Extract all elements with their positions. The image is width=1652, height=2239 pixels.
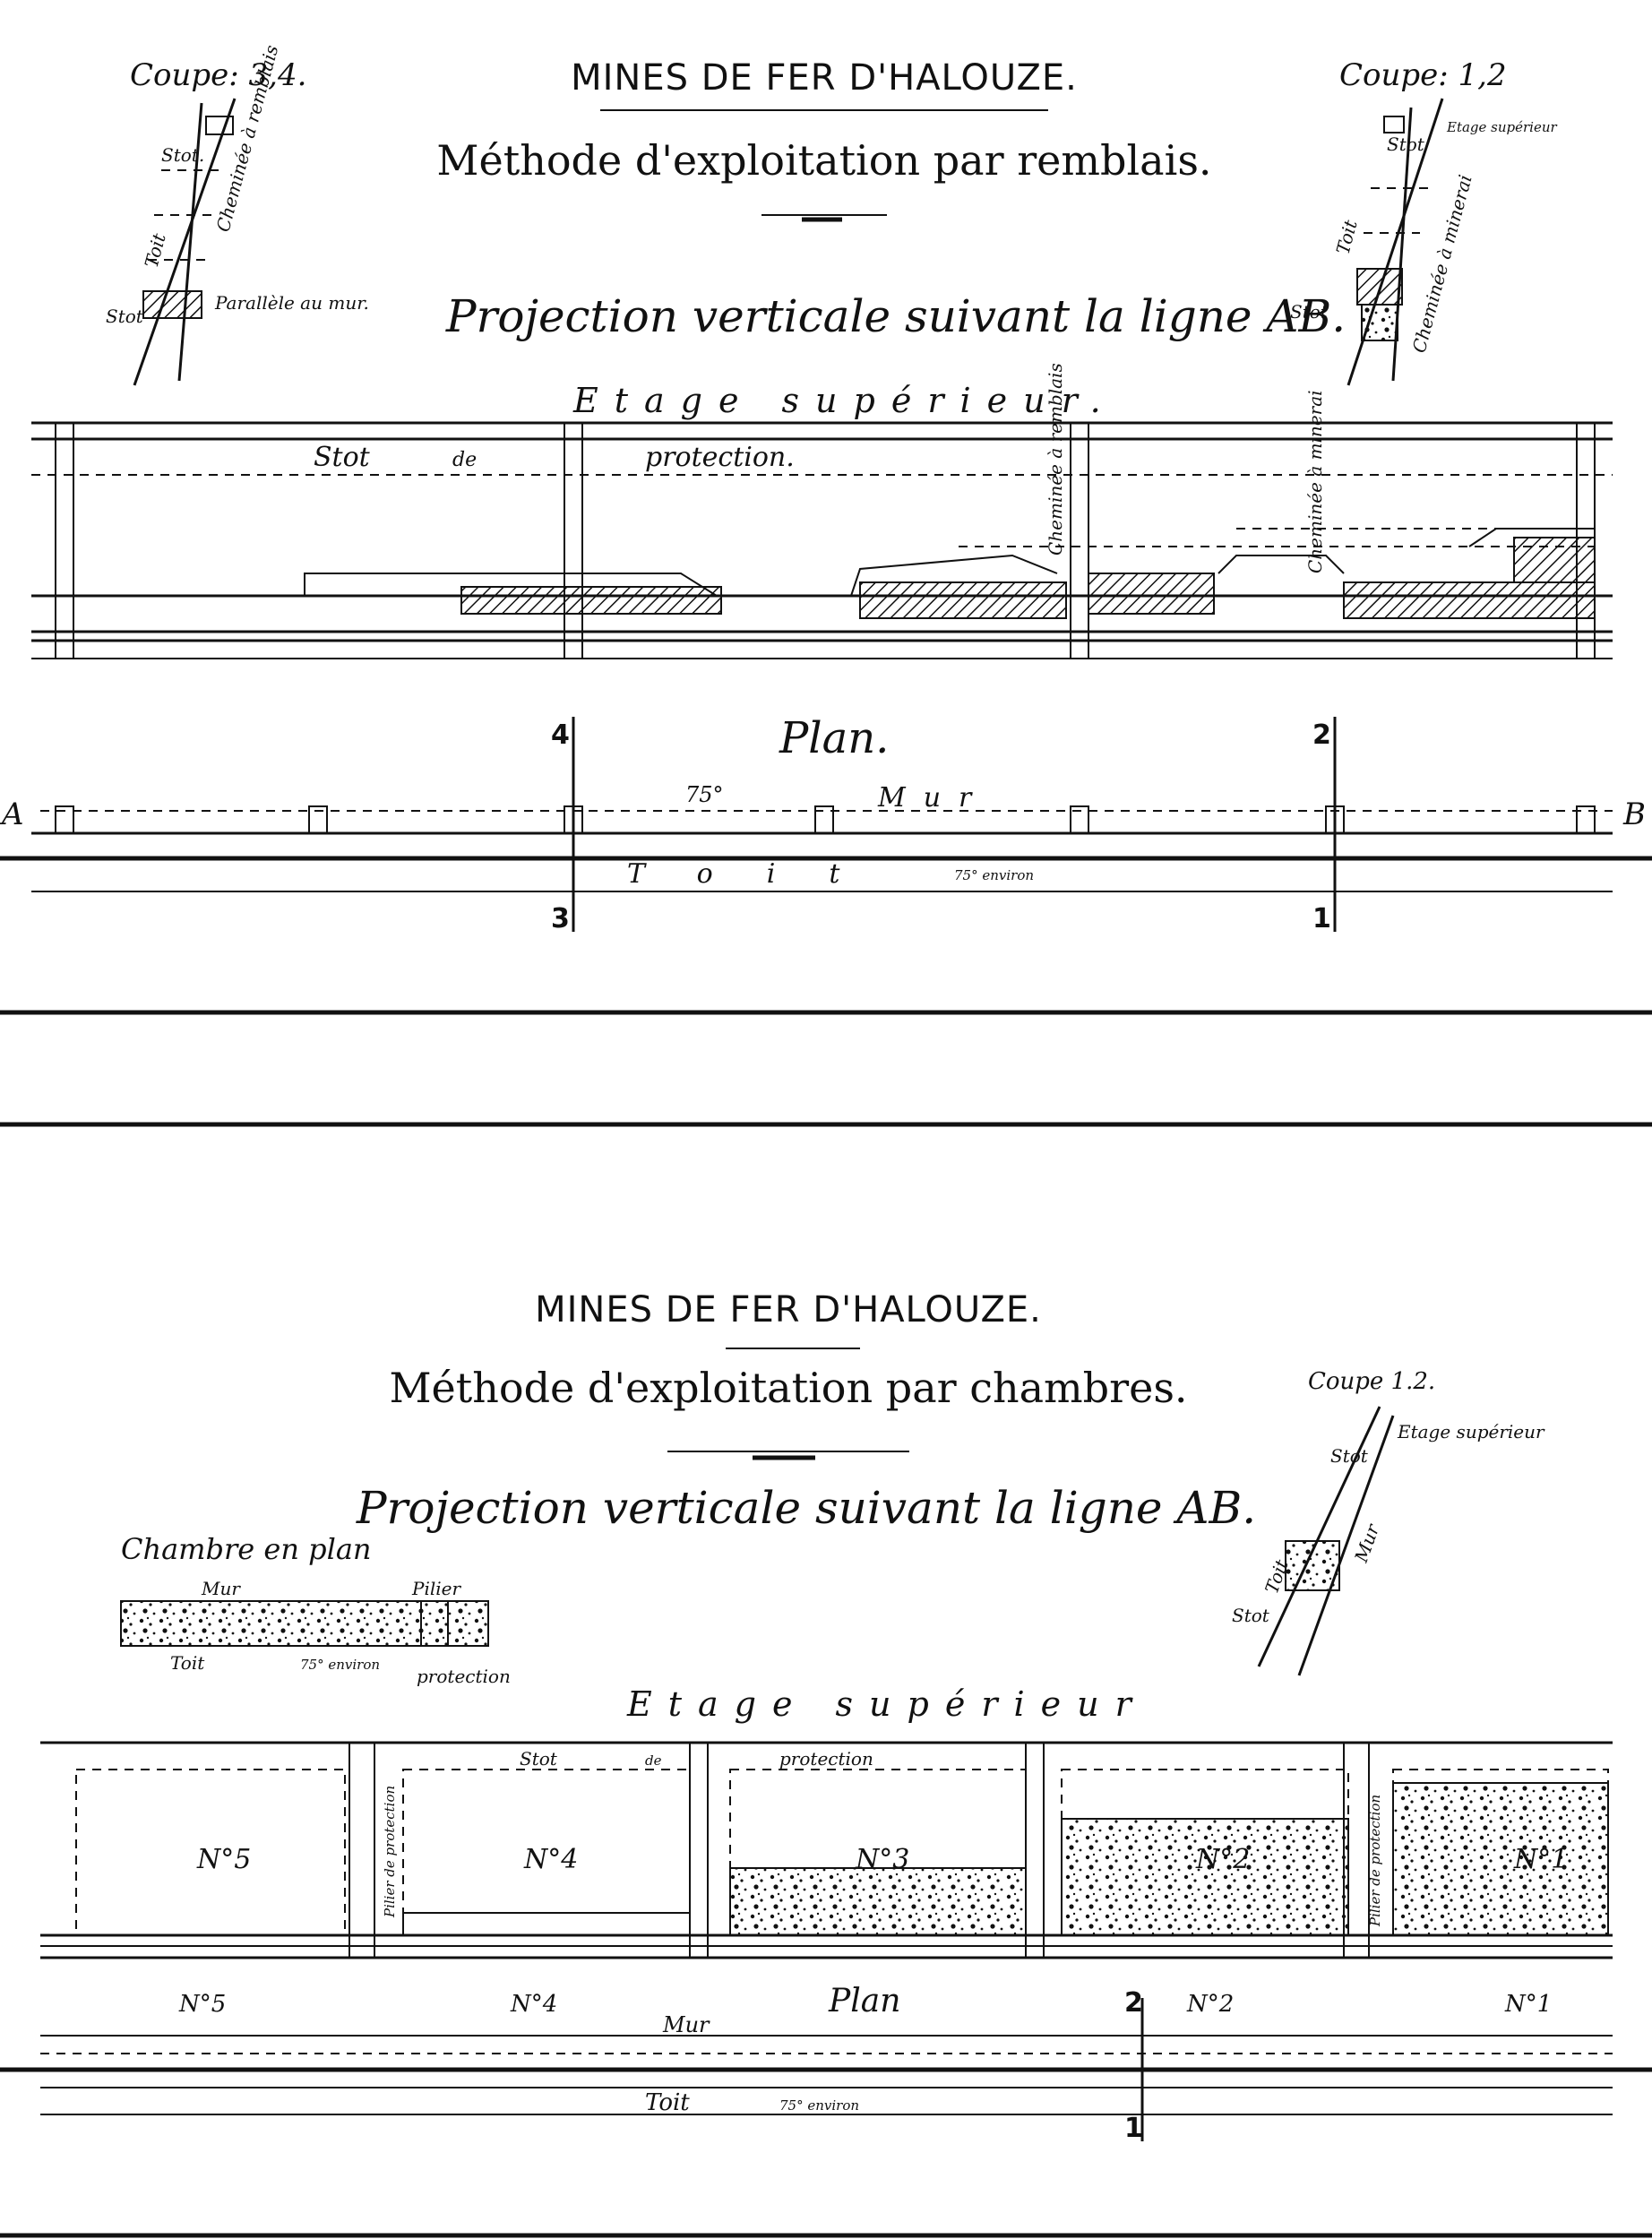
svg-text:1: 1 bbox=[1312, 903, 1331, 934]
svg-text:Toit: Toit bbox=[645, 2089, 690, 2116]
top-vertical-projection: Etage supérieur. Stot de protection. bbox=[31, 363, 1613, 659]
shaft-pillars bbox=[55, 422, 1596, 659]
backfill-stopes bbox=[304, 528, 1596, 619]
svg-text:Toit: Toit bbox=[141, 230, 170, 270]
svg-text:Mur: Mur bbox=[1350, 1520, 1384, 1566]
top-projection-title: Projection verticale suivant la ligne AB… bbox=[445, 290, 1346, 342]
svg-text:de: de bbox=[645, 1752, 662, 1769]
chamber-5-label: N°5 bbox=[196, 1844, 251, 1875]
svg-text:75° environ: 75° environ bbox=[300, 1657, 380, 1673]
svg-text:de: de bbox=[452, 449, 477, 471]
svg-text:75° environ: 75° environ bbox=[954, 867, 1034, 883]
svg-text:Pilier de protection: Pilier de protection bbox=[382, 1786, 398, 1918]
svg-text:Toit: Toit bbox=[1332, 217, 1362, 256]
svg-text:Toit: Toit bbox=[627, 858, 893, 890]
svg-text:75° environ: 75° environ bbox=[779, 2097, 859, 2114]
chamber-3-label: N°3 bbox=[855, 1844, 909, 1875]
svg-text:Etage supérieur: Etage supérieur bbox=[1397, 1421, 1545, 1442]
svg-text:Toit: Toit bbox=[170, 1652, 205, 1674]
svg-text:Stot: Stot bbox=[106, 306, 144, 327]
bottom-vertical-projection: Etage supérieur Stot de protection Pilie… bbox=[40, 1684, 1613, 1959]
coupe-left-title: Coupe: 3,4. bbox=[130, 57, 306, 93]
chamber-1-label: N°1 bbox=[1513, 1844, 1568, 1875]
svg-text:Stot: Stot bbox=[1232, 1605, 1270, 1626]
svg-text:Mur: Mur bbox=[877, 782, 989, 814]
svg-text:B: B bbox=[1622, 797, 1646, 832]
svg-text:protection.: protection. bbox=[645, 442, 795, 473]
svg-text:Stot: Stot bbox=[1330, 1445, 1369, 1467]
svg-text:Parallèle au mur.: Parallèle au mur. bbox=[214, 292, 369, 314]
svg-text:A: A bbox=[0, 797, 24, 832]
svg-text:75°: 75° bbox=[685, 782, 724, 807]
svg-text:Stot.: Stot. bbox=[161, 144, 204, 166]
coupe-3-4: Coupe: 3,4. Stot. Toit Cheminée à rembla… bbox=[106, 43, 369, 386]
bottom-subtitle: Méthode d'exploitation par chambres. bbox=[389, 1364, 1187, 1412]
svg-text:Etage supérieur: Etage supérieur bbox=[1446, 119, 1558, 135]
top-etage-superieur: Etage supérieur. bbox=[572, 381, 1117, 420]
top-plan-title: Plan. bbox=[779, 713, 889, 763]
top-title: MINES DE FER D'HALOUZE. bbox=[571, 57, 1078, 99]
bottom-plan-title: Plan bbox=[828, 1983, 900, 2019]
svg-text:protection: protection bbox=[417, 1666, 511, 1687]
svg-text:Stot: Stot bbox=[1387, 133, 1425, 155]
coupe-right-title: Coupe: 1,2 bbox=[1339, 57, 1507, 93]
svg-text:Chambre en plan: Chambre en plan bbox=[121, 1532, 372, 1566]
svg-text:Cheminée à minerai: Cheminée à minerai bbox=[1408, 173, 1476, 356]
svg-text:Mur: Mur bbox=[662, 2012, 710, 2037]
coupe-1-2-bottom: Coupe 1.2. Etage supérieur Stot Toit Mur… bbox=[1232, 1368, 1545, 1676]
svg-text:Coupe 1.2.: Coupe 1.2. bbox=[1308, 1368, 1435, 1395]
top-subtitle: Méthode d'exploitation par remblais. bbox=[436, 136, 1211, 185]
svg-text:N°5: N°5 bbox=[178, 1991, 226, 2018]
chamber-2-label: N°2 bbox=[1195, 1844, 1250, 1875]
svg-text:Pilier: Pilier bbox=[411, 1578, 461, 1599]
svg-text:4: 4 bbox=[551, 719, 570, 751]
coupe-1-2: Coupe: 1,2 Etage supérieur Stot Toit Che… bbox=[1290, 57, 1558, 386]
top-plan: Plan. 75° Mur Toit 75° environ 4 3 2 1 A… bbox=[0, 713, 1652, 934]
svg-text:N°1: N°1 bbox=[1504, 1991, 1552, 2018]
bottom-etage-superieur: Etage supérieur bbox=[626, 1684, 1148, 1724]
svg-text:Stot: Stot bbox=[520, 1748, 558, 1770]
svg-text:protection: protection bbox=[779, 1748, 873, 1770]
chamber-4-label: N°4 bbox=[523, 1844, 578, 1875]
bottom-plan: Plan N°5 N°4 N°2 N°1 Mur Toit 75° enviro… bbox=[0, 1983, 1652, 2144]
svg-text:N°2: N°2 bbox=[1186, 1991, 1234, 2018]
bottom-projection-title: Projection verticale suivant la ligne AB… bbox=[356, 1482, 1256, 1534]
svg-text:2: 2 bbox=[1312, 719, 1331, 751]
bottom-panel: MINES DE FER D'HALOUZE. Méthode d'exploi… bbox=[0, 1122, 1652, 2238]
svg-text:1: 1 bbox=[1124, 2113, 1143, 2144]
svg-text:Stot: Stot bbox=[1290, 301, 1329, 323]
svg-text:3: 3 bbox=[551, 903, 570, 934]
bottom-title: MINES DE FER D'HALOUZE. bbox=[535, 1289, 1042, 1330]
svg-text:Stot: Stot bbox=[314, 442, 371, 473]
svg-text:N°4: N°4 bbox=[510, 1991, 557, 2018]
svg-text:2: 2 bbox=[1124, 1987, 1143, 2019]
chambre-en-plan: Chambre en plan Mur Pilier Toit 75° envi… bbox=[120, 1532, 511, 1687]
svg-text:Mur: Mur bbox=[201, 1578, 241, 1599]
svg-text:Pilier de protection: Pilier de protection bbox=[1367, 1795, 1383, 1927]
top-panel: MINES DE FER D'HALOUZE. Méthode d'exploi… bbox=[0, 43, 1652, 1015]
svg-text:Cheminée à minerai: Cheminée à minerai bbox=[1304, 390, 1326, 573]
svg-text:Cheminée à remblais: Cheminée à remblais bbox=[1045, 363, 1066, 555]
